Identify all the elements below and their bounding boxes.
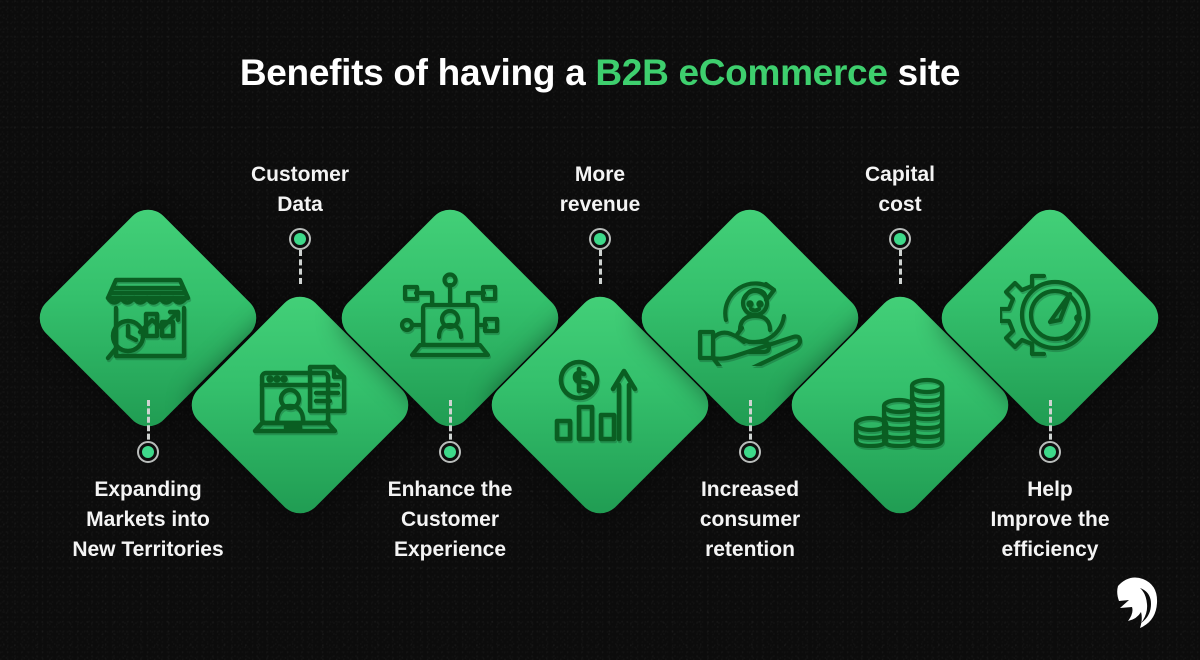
coin-stacks-icon <box>817 322 983 488</box>
connector-dot-1 <box>137 441 159 463</box>
connector-line-3 <box>449 400 452 448</box>
item-label-6: Capital cost <box>864 163 935 217</box>
storefront-analytics-icon <box>65 235 231 401</box>
connector-line-5 <box>749 400 752 448</box>
title-accent: B2B eCommerce <box>595 52 888 93</box>
laptop-user-network-icon <box>367 235 533 401</box>
item-label-2: Customer Data <box>250 163 350 217</box>
spartan-helmet-logo <box>1110 574 1162 632</box>
diamond-card-1[interactable] <box>30 200 266 436</box>
diamond-card-7[interactable] <box>932 200 1168 436</box>
connector-dot-2 <box>289 228 311 250</box>
diamond-card-3[interactable] <box>332 200 568 436</box>
hand-customer-retention-icon <box>667 235 833 401</box>
connector-line-6 <box>899 250 902 284</box>
revenue-growth-icon <box>517 322 683 488</box>
connector-line-1 <box>147 400 150 448</box>
connector-dot-5 <box>739 441 761 463</box>
connector-dot-6 <box>889 228 911 250</box>
connector-line-2 <box>299 250 302 284</box>
diamond-card-4[interactable] <box>482 287 718 523</box>
connector-line-7 <box>1049 400 1052 448</box>
connector-dot-3 <box>439 441 461 463</box>
diamond-card-5[interactable] <box>632 200 868 436</box>
item-label-4: More revenue <box>559 163 641 217</box>
item-label-1: Expanding Markets into New Territories <box>72 478 224 562</box>
connector-dot-4 <box>589 228 611 250</box>
item-label-7: Help Improve the efficiency <box>990 478 1110 562</box>
title-prefix: Benefits of having a <box>239 52 596 93</box>
gear-speedometer-icon <box>967 235 1133 401</box>
diamond-card-2[interactable] <box>182 287 418 523</box>
page-title: Benefits of having a B2B eCommerce site <box>0 52 1200 94</box>
item-label-5: Increased consumer retention <box>699 478 801 562</box>
laptop-user-document-icon <box>217 322 383 488</box>
connector-dot-7 <box>1039 441 1061 463</box>
item-label-3: Enhance the Customer Experience <box>387 478 513 562</box>
diamond-card-6[interactable] <box>782 287 1018 523</box>
title-suffix: site <box>887 52 961 93</box>
connector-line-4 <box>599 250 602 284</box>
